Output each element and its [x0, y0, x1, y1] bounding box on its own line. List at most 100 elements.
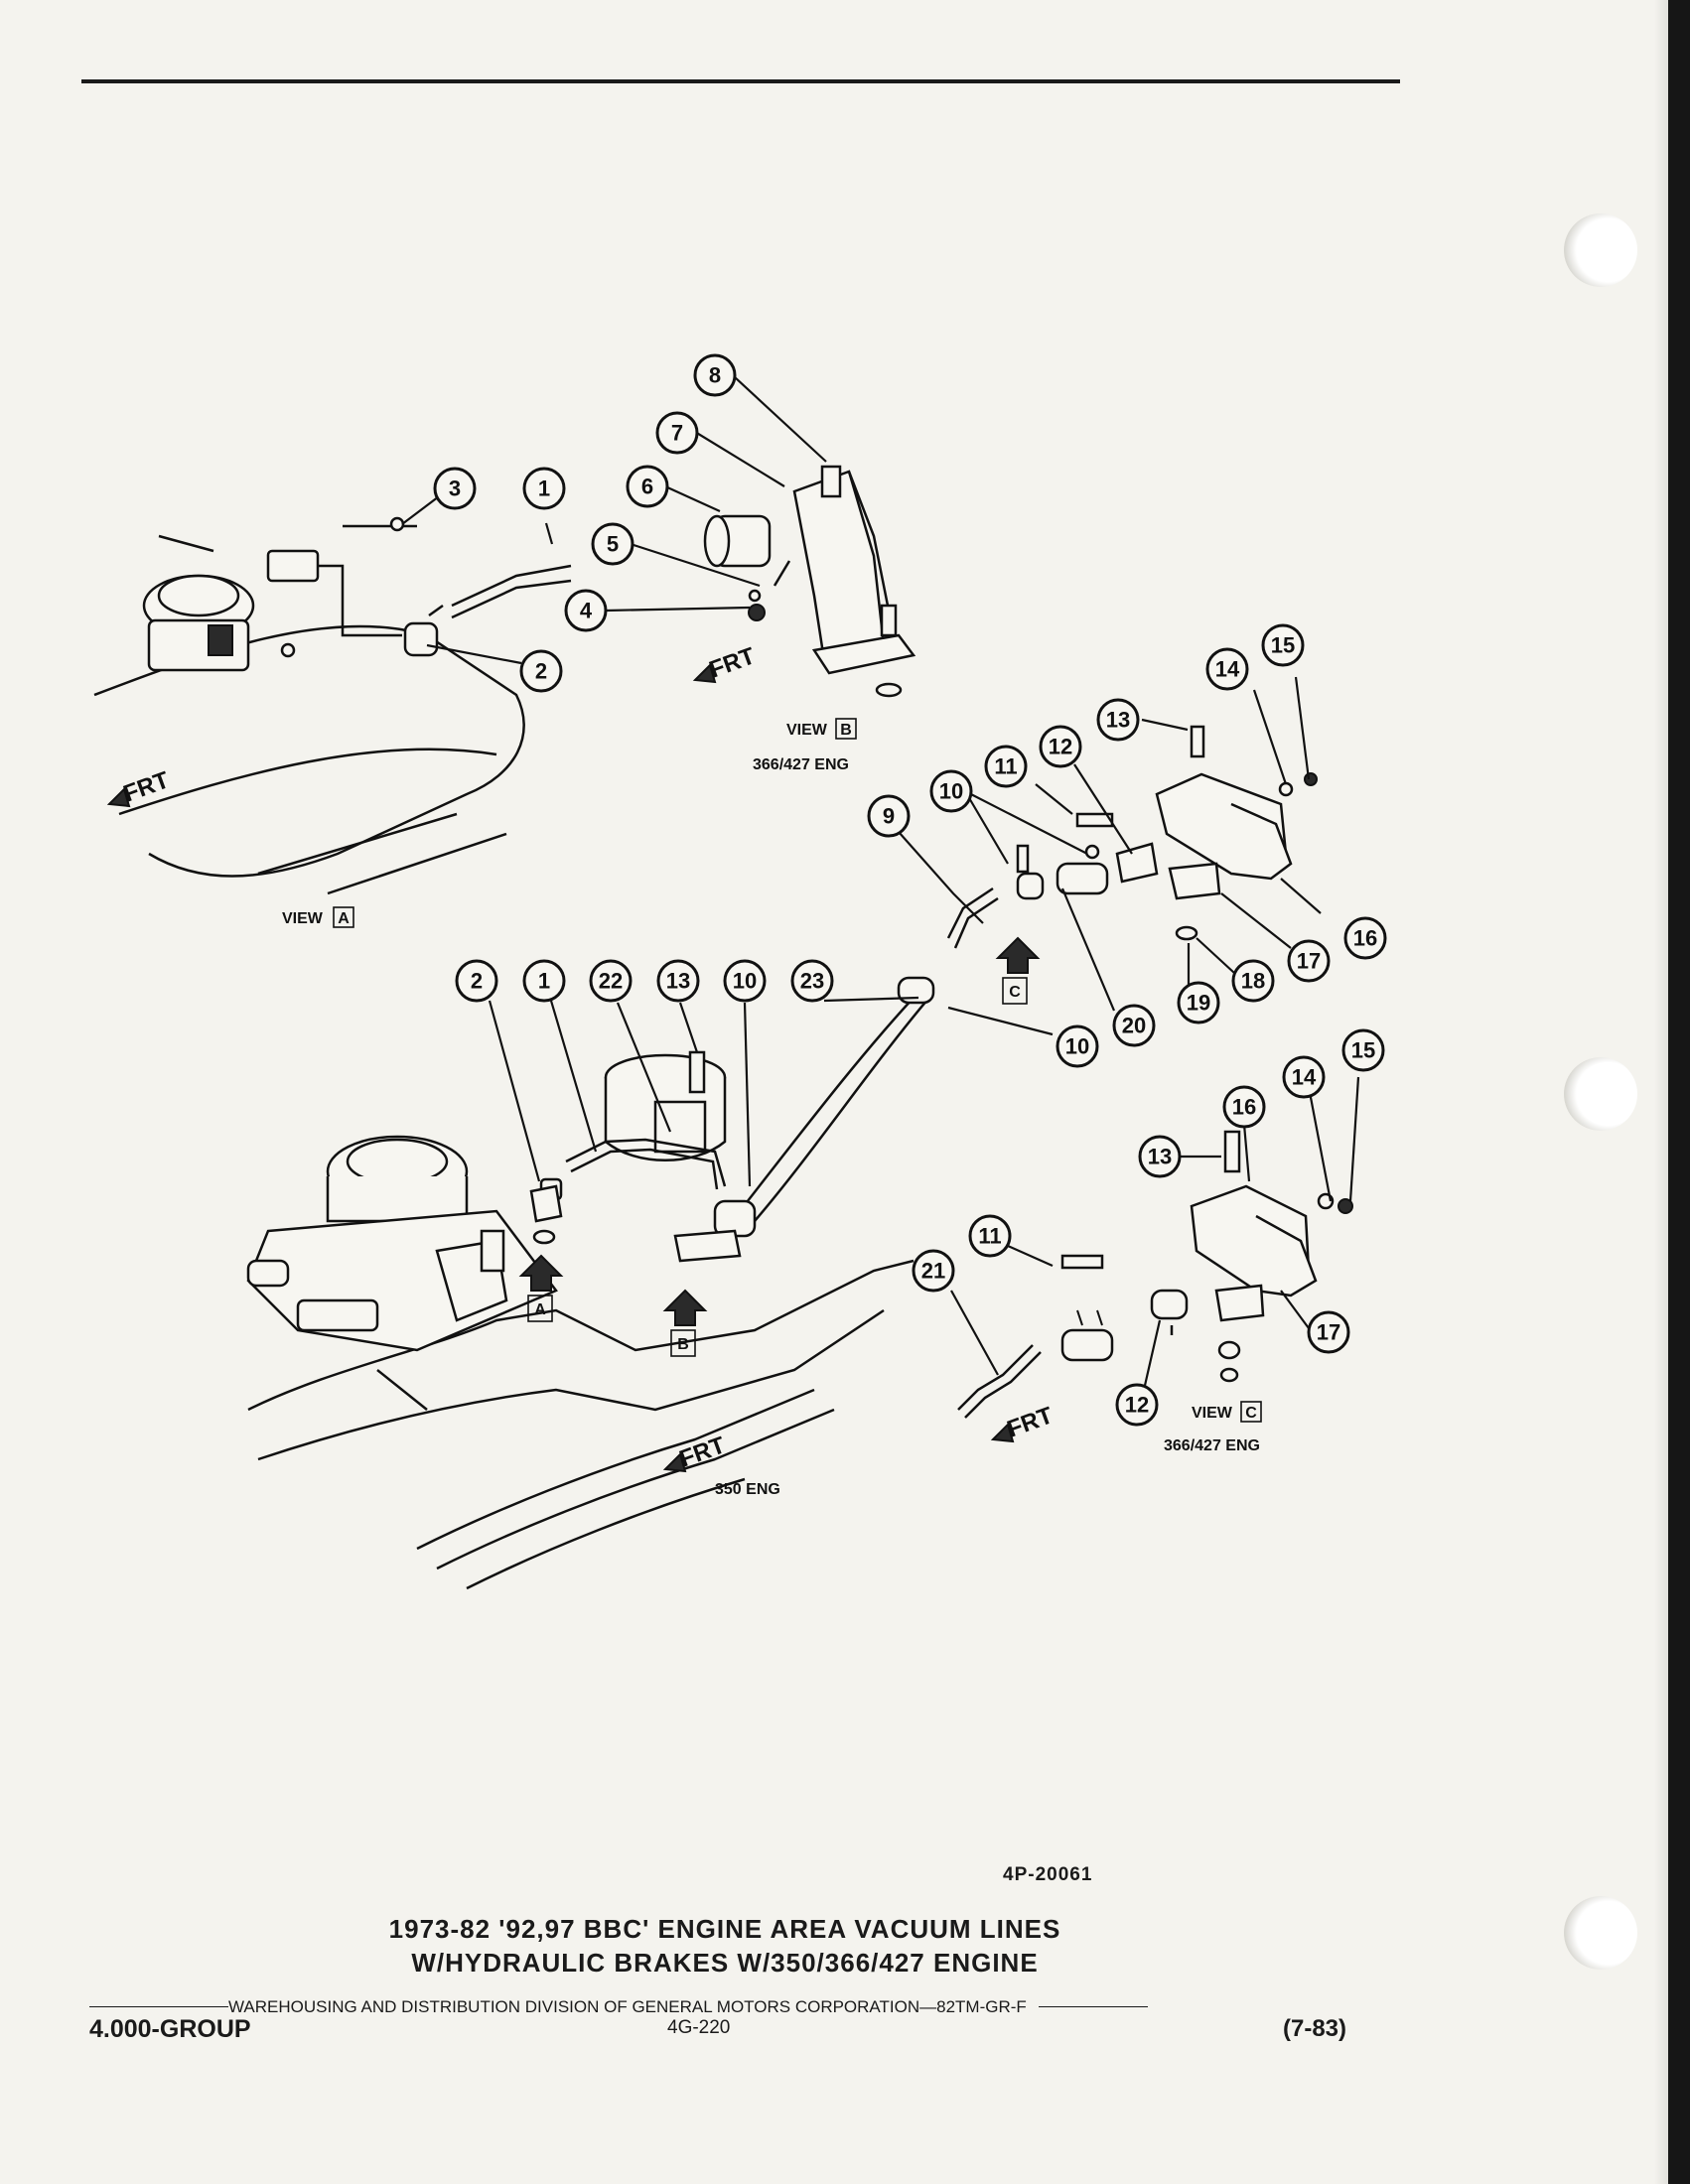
callout-21: 21 — [912, 1249, 955, 1293]
callout-20: 20 — [1112, 1004, 1156, 1047]
view-c-letter: C — [1245, 1405, 1257, 1422]
callout-6: 6 — [626, 465, 669, 508]
callout-10-view-c: 10 — [929, 769, 973, 813]
callout-10-main: 10 — [723, 959, 767, 1003]
view-a-letter: A — [338, 910, 350, 927]
svg-text:15: 15 — [1271, 633, 1295, 658]
svg-text:20: 20 — [1122, 1014, 1146, 1038]
svg-text:13: 13 — [1148, 1145, 1172, 1169]
svg-text:21: 21 — [921, 1259, 945, 1284]
callout-16-view-c: 16 — [1343, 916, 1387, 960]
binder-hole-bottom — [1564, 1896, 1637, 1970]
svg-text:2: 2 — [535, 659, 547, 684]
binder-hole-top — [1564, 213, 1637, 287]
svg-text:1: 1 — [538, 477, 550, 501]
callout-13-main: 13 — [656, 959, 700, 1003]
svg-text:8: 8 — [709, 363, 721, 388]
callout-13-view-c: 13 — [1096, 698, 1140, 742]
view-c-upper-illustration — [946, 725, 1318, 949]
svg-text:7: 7 — [671, 421, 683, 446]
callout-9: 9 — [867, 794, 911, 838]
svg-text:4: 4 — [580, 599, 593, 623]
page-shadow — [1654, 0, 1668, 2184]
footer-group: 4.000-GROUP — [89, 2015, 251, 2043]
svg-text:10: 10 — [1065, 1034, 1089, 1059]
callout-17-lower: 17 — [1307, 1310, 1350, 1354]
callout-11-view-c: 11 — [984, 745, 1028, 788]
title-line-1: 1973-82 '92,97 BBC' ENGINE AREA VACUUM L… — [388, 1914, 1061, 1944]
svg-text:19: 19 — [1187, 991, 1210, 1016]
callout-2-view-a: 2 — [519, 649, 563, 693]
callout-19: 19 — [1177, 981, 1220, 1024]
leader-lines — [401, 376, 1360, 1391]
svg-text:1: 1 — [538, 969, 550, 994]
callouts: 8 7 6 5 4 3 1 2 9 10 11 12 13 14 15 16 1… — [433, 353, 1387, 1427]
callout-23: 23 — [790, 959, 834, 1003]
footer-division-line: WAREHOUSING AND DISTRIBUTION DIVISION OF… — [89, 1997, 1148, 2017]
view-b-engine-label: 366/427 ENG — [753, 756, 849, 773]
svg-text:2: 2 — [471, 969, 483, 994]
svg-text:17: 17 — [1317, 1320, 1340, 1345]
svg-text:12: 12 — [1125, 1393, 1149, 1418]
footer-date: (7-83) — [1283, 2015, 1347, 2042]
main-engine-label: 350 ENG — [715, 1481, 780, 1498]
page-edge — [1668, 0, 1690, 2184]
arrow-letter-b: B — [677, 1336, 689, 1353]
callout-10-main-right: 10 — [1056, 1024, 1099, 1068]
svg-text:11: 11 — [978, 1224, 1001, 1249]
view-c-label: VIEW — [1192, 1405, 1233, 1422]
callout-2-main: 2 — [455, 959, 498, 1003]
view-labels: VIEW A VIEW B 366/427 ENG VIEW C 366/427… — [282, 718, 1262, 1498]
svg-text:13: 13 — [1106, 708, 1130, 733]
view-a-label: VIEW — [282, 910, 324, 927]
frt-label-view-c: FRT — [1004, 1402, 1056, 1442]
view-b-letter: B — [840, 722, 852, 739]
frt-indicators: FRT FRT FRT FRT — [106, 642, 1056, 1473]
binder-hole-middle — [1564, 1057, 1637, 1131]
callout-17-view-c: 17 — [1287, 939, 1331, 983]
svg-text:17: 17 — [1297, 949, 1321, 974]
frt-label-view-b: FRT — [706, 642, 759, 683]
callout-15-lower: 15 — [1341, 1028, 1385, 1072]
footer-division-text: WAREHOUSING AND DISTRIBUTION DIVISION OF… — [228, 1997, 1027, 2016]
main-engine-illustration — [246, 976, 935, 1590]
callout-15-view-c: 15 — [1261, 623, 1305, 667]
callout-16-lower: 16 — [1222, 1085, 1266, 1129]
frt-label-main: FRT — [676, 1432, 729, 1472]
callout-14-lower: 14 — [1282, 1055, 1326, 1099]
svg-text:10: 10 — [939, 779, 963, 804]
svg-text:18: 18 — [1241, 969, 1265, 994]
callout-4: 4 — [564, 589, 608, 632]
frt-label-view-a: FRT — [120, 766, 173, 807]
callout-12-lower: 12 — [1115, 1383, 1159, 1427]
callout-3-view-a: 3 — [433, 467, 477, 510]
callout-14-view-c: 14 — [1205, 647, 1249, 691]
callout-11-lower: 11 — [968, 1214, 1012, 1258]
svg-text:9: 9 — [883, 804, 895, 829]
top-rule — [81, 79, 1400, 83]
arrow-letter-c: C — [1009, 984, 1021, 1001]
title-line-2: W/HYDRAULIC BRAKES W/350/366/427 ENGINE — [411, 1948, 1039, 1978]
svg-text:16: 16 — [1353, 926, 1377, 951]
view-c-lower-illustration — [957, 1130, 1353, 1419]
svg-text:12: 12 — [1049, 735, 1072, 759]
footer-page-number: 4G-220 — [667, 2017, 731, 2038]
svg-text:16: 16 — [1232, 1095, 1256, 1120]
callout-13-lower: 13 — [1138, 1135, 1182, 1178]
callout-8: 8 — [693, 353, 737, 397]
view-c-engine-label: 366/427 ENG — [1164, 1437, 1260, 1454]
arrow-letter-a: A — [534, 1301, 546, 1318]
svg-text:5: 5 — [607, 532, 619, 557]
svg-text:3: 3 — [449, 477, 461, 501]
svg-text:14: 14 — [1292, 1065, 1317, 1090]
svg-text:22: 22 — [599, 969, 623, 994]
svg-text:13: 13 — [666, 969, 690, 994]
view-b-illustration — [703, 465, 916, 698]
callout-22: 22 — [589, 959, 633, 1003]
svg-text:23: 23 — [800, 969, 824, 994]
svg-text:15: 15 — [1351, 1038, 1375, 1063]
svg-text:14: 14 — [1215, 657, 1240, 682]
svg-text:11: 11 — [994, 754, 1017, 779]
svg-text:6: 6 — [641, 475, 653, 499]
callout-18: 18 — [1231, 959, 1275, 1003]
